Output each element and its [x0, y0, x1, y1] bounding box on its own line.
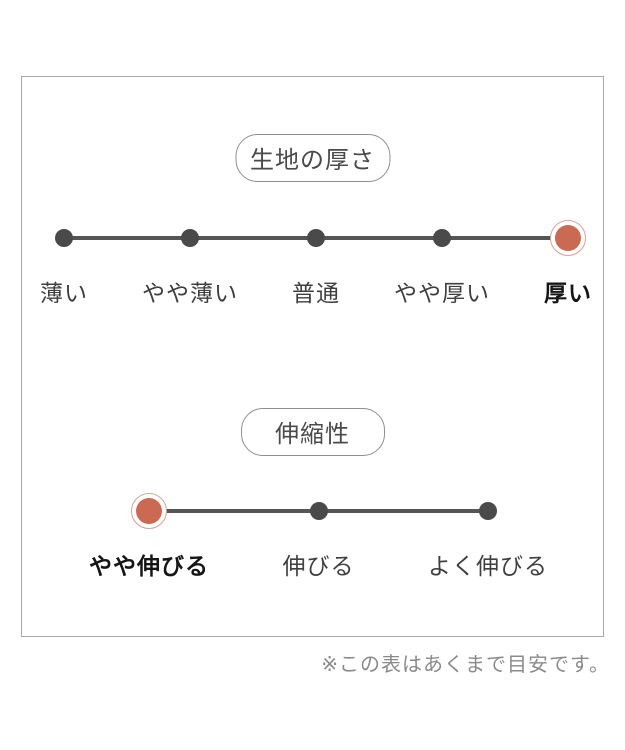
- scale-label-selected: やや伸びる: [89, 554, 209, 580]
- scale-dot: [181, 229, 199, 247]
- scale-label: よく伸びる: [428, 554, 548, 580]
- scale-label: やや厚い: [394, 281, 490, 307]
- disclaimer-note: ※この表はあくまで目安です。: [321, 652, 610, 676]
- scale-label: 普通: [292, 281, 340, 307]
- chart-frame: 生地の厚さ 薄い やや薄い 普通 やや厚い 厚い 伸縮性 やや伸びる 伸びる よく伸びる: [21, 76, 604, 637]
- scale-dot: [307, 229, 325, 247]
- thickness-title-label: 生地の厚さ: [250, 146, 375, 174]
- scale-label-selected: 厚い: [544, 281, 592, 307]
- selected-dot: [136, 498, 162, 524]
- scale-label: やや薄い: [142, 281, 238, 307]
- thickness-title-pill: 生地の厚さ: [235, 134, 390, 182]
- scale-dot: [309, 502, 328, 520]
- scale-label: 伸びる: [282, 554, 355, 580]
- scale-dot: [55, 229, 73, 247]
- scale-dot: [479, 502, 497, 520]
- stretch-title-label: 伸縮性: [275, 420, 350, 448]
- selected-dot: [555, 225, 581, 251]
- scale-dot: [433, 229, 451, 247]
- scale-label: 薄い: [40, 281, 88, 307]
- stretch-title-pill: 伸縮性: [240, 408, 385, 456]
